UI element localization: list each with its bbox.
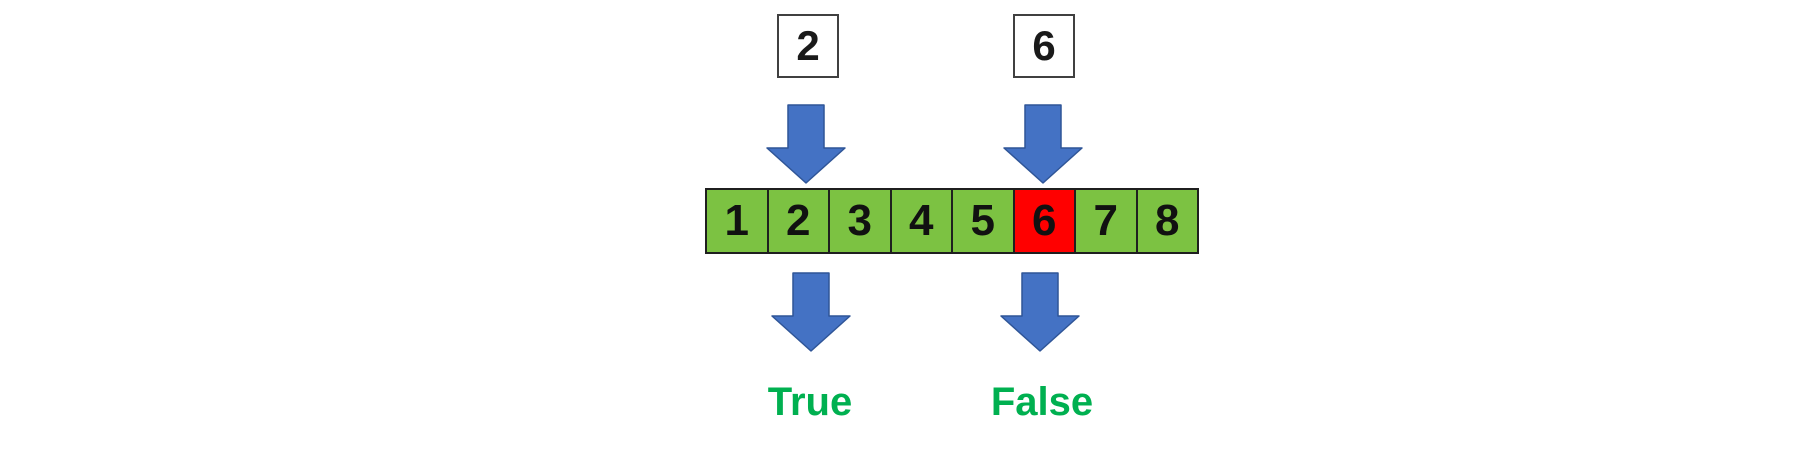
array-cell: 1 bbox=[707, 190, 769, 252]
array-cell-value: 2 bbox=[786, 196, 811, 245]
array-cell-value: 7 bbox=[1093, 196, 1118, 245]
down-arrow-icon bbox=[766, 104, 846, 184]
query-value-box-2: 2 bbox=[777, 14, 839, 78]
down-arrow-icon bbox=[1000, 272, 1080, 352]
down-arrow-icon bbox=[771, 272, 851, 352]
array-cell-value: 1 bbox=[724, 196, 749, 245]
array-cell: 3 bbox=[830, 190, 892, 252]
array-cell: 8 bbox=[1137, 190, 1197, 252]
array-cell: 7 bbox=[1076, 190, 1138, 252]
down-arrow-icon bbox=[1003, 104, 1083, 184]
array-cell-value: 8 bbox=[1155, 196, 1180, 245]
array-cell-value: 6 bbox=[1032, 196, 1057, 245]
array-cell-value: 5 bbox=[970, 196, 995, 245]
array-cell: 4 bbox=[891, 190, 953, 252]
array-cell: 2 bbox=[768, 190, 830, 252]
result-label-true: True bbox=[767, 380, 853, 424]
array-cell-value: 3 bbox=[847, 196, 872, 245]
array-cell-highlighted: 6 bbox=[1014, 190, 1076, 252]
query-value-6: 6 bbox=[1032, 22, 1056, 69]
result-label-false: False bbox=[990, 380, 1094, 424]
array-cell: 5 bbox=[953, 190, 1015, 252]
query-value-2: 2 bbox=[796, 22, 820, 69]
array-cell-value: 4 bbox=[909, 196, 934, 245]
query-value-box-6: 6 bbox=[1013, 14, 1075, 78]
number-array: 1 2 3 4 5 6 7 8 bbox=[705, 188, 1199, 254]
